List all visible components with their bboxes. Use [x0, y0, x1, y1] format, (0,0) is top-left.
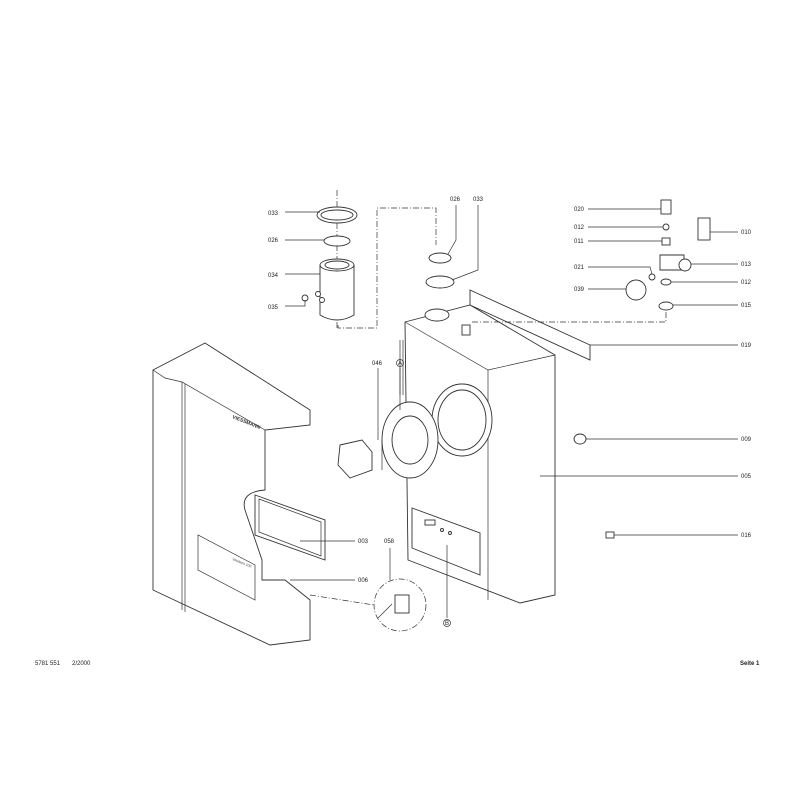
plug-009	[573, 433, 587, 445]
flue-adapter-assembly	[301, 190, 358, 330]
label-033: 033	[473, 197, 484, 203]
label-016: 016	[741, 533, 752, 539]
control-unit	[411, 507, 481, 576]
label-012: 012	[741, 280, 752, 286]
page-number: Seite 1	[740, 661, 760, 667]
pressure-relief-valve-assembly	[470, 199, 711, 539]
marker-b-circle	[443, 619, 451, 627]
label-046: 046	[372, 361, 383, 367]
label-058: 058	[384, 539, 395, 545]
label-035: 035	[268, 305, 279, 311]
label-011: 011	[574, 239, 584, 245]
marker-b: B	[445, 621, 449, 627]
label-039: 039	[574, 287, 585, 293]
front-casing	[152, 342, 311, 646]
label-009: 009	[741, 437, 752, 443]
label-021: 021	[574, 265, 585, 271]
label-003: 003	[358, 539, 369, 545]
label-026: 026	[450, 197, 461, 203]
label-019: 019	[741, 343, 752, 349]
seal-ring-033	[425, 275, 455, 289]
document-number: 5781 551	[35, 661, 61, 667]
label-034: 034	[268, 273, 279, 279]
label-033: 033	[268, 211, 279, 217]
marker-a-circle	[396, 359, 404, 367]
label-005: 005	[741, 474, 752, 480]
marker-a: A	[398, 361, 402, 367]
label-006: 006	[358, 578, 369, 584]
label-020: 020	[574, 207, 585, 213]
display-window-frame	[254, 494, 326, 561]
detail-circle	[373, 578, 427, 632]
label-015: 015	[741, 303, 752, 309]
label-012: 012	[574, 225, 585, 231]
label-013: 013	[741, 262, 752, 268]
seal-ring-026	[428, 252, 452, 264]
burner-assembly	[337, 401, 439, 479]
label-026: 026	[268, 238, 279, 244]
document-date: 2/2000	[72, 661, 91, 667]
model-name: Vitodens 100	[232, 557, 252, 568]
label-010: 010	[741, 230, 752, 236]
leader-lines	[285, 205, 738, 618]
drain-016	[605, 531, 615, 539]
